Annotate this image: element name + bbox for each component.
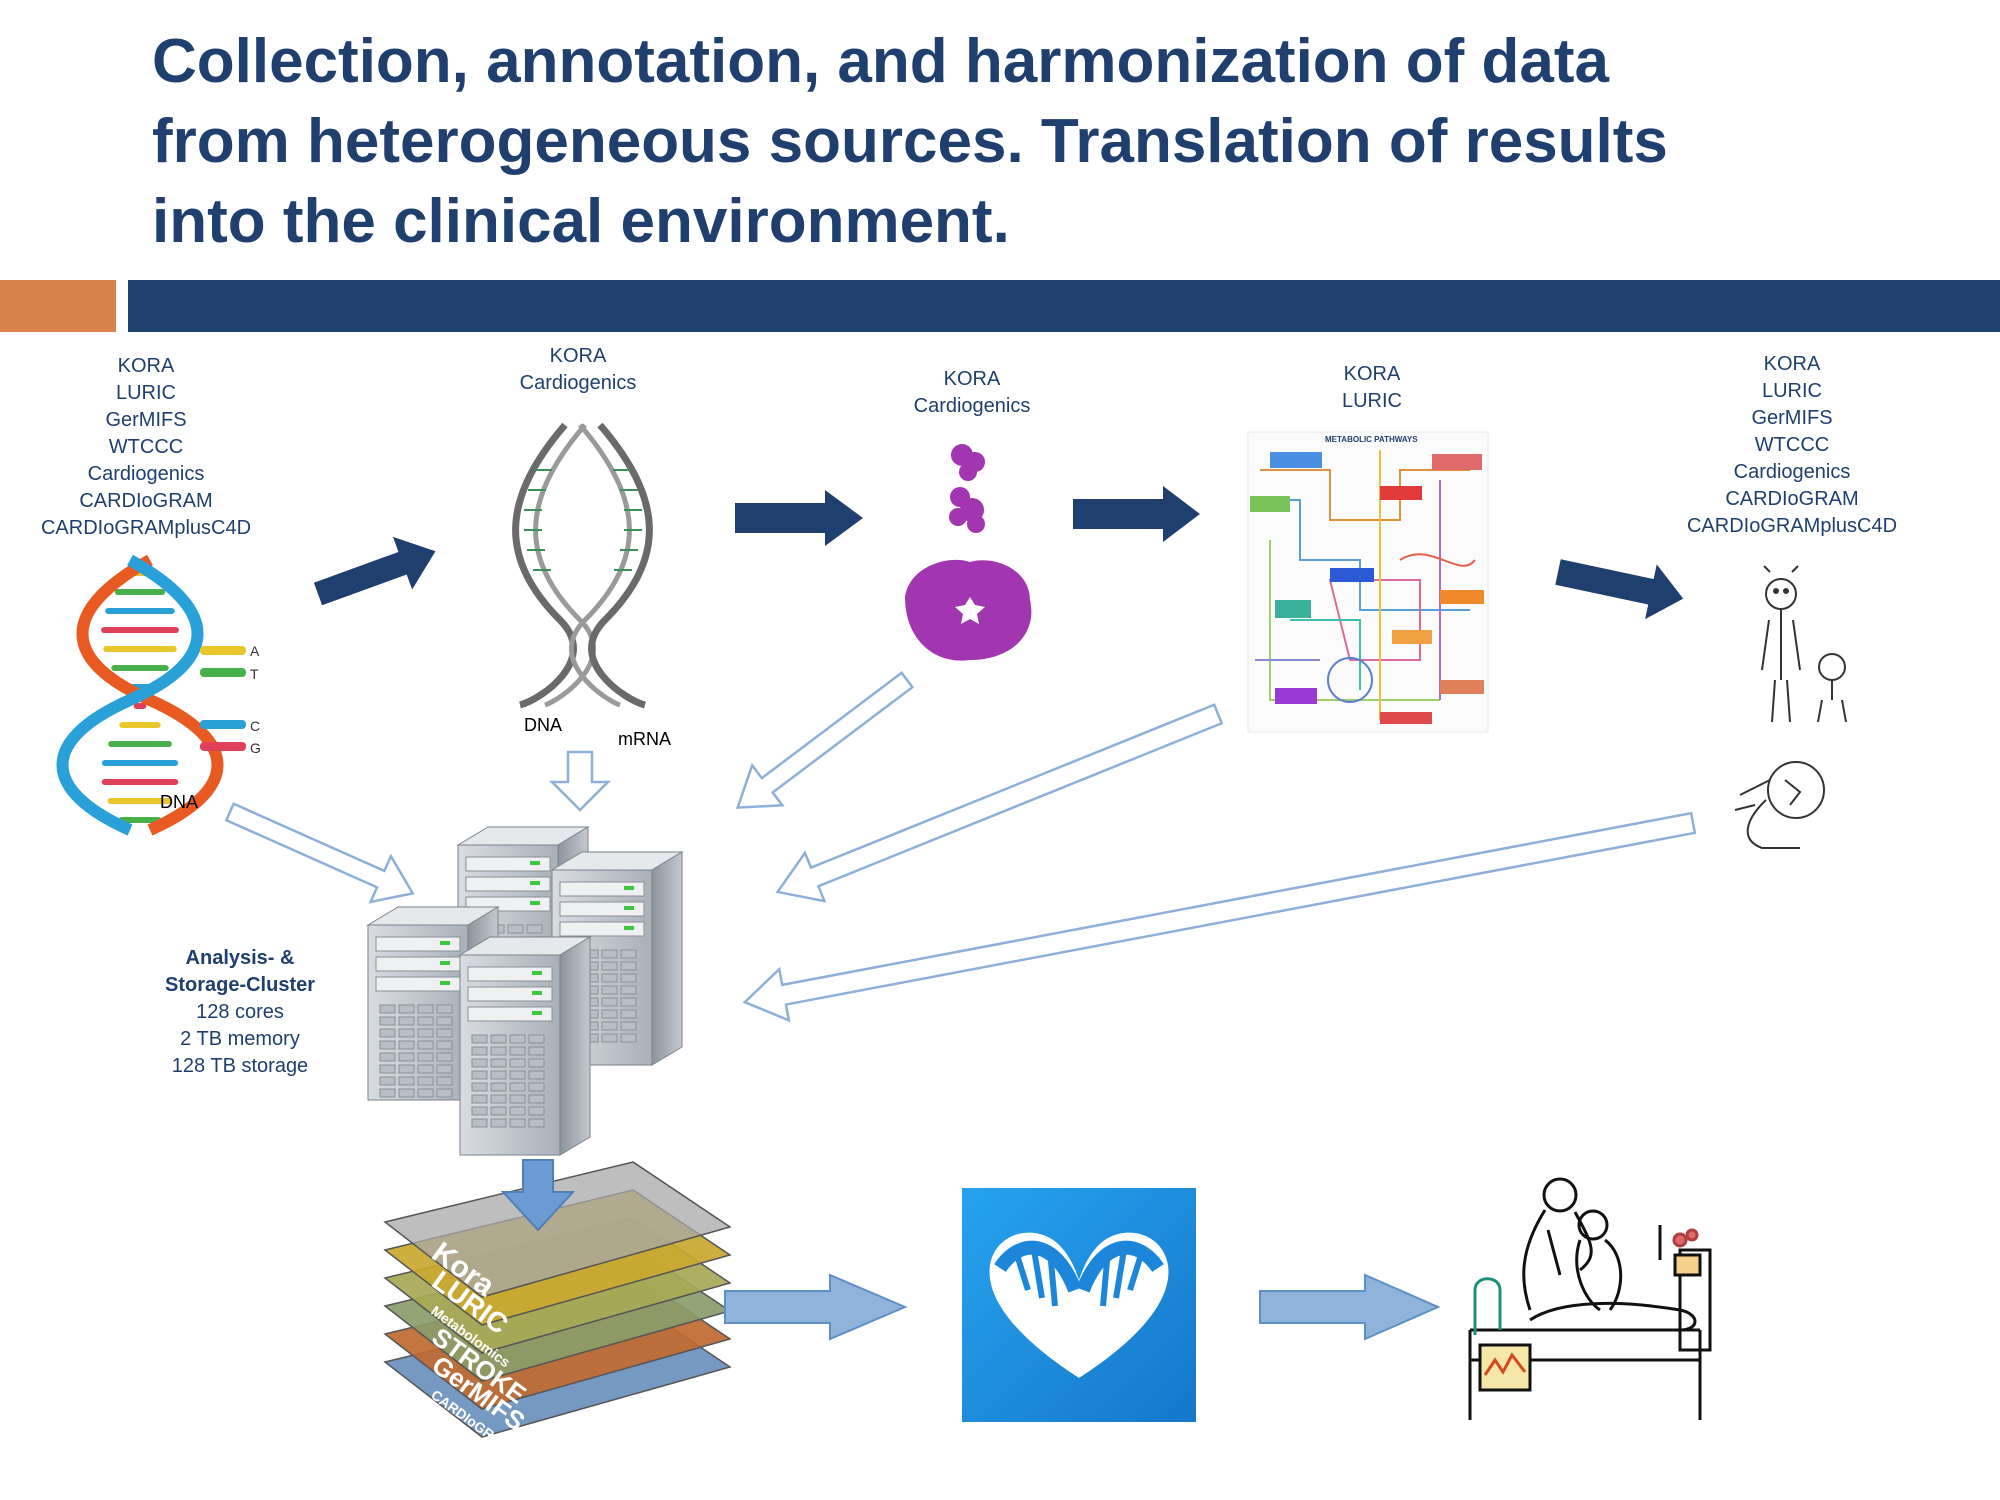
data-flow-arrows bbox=[224, 671, 1697, 1023]
genomics-source-item: LURIC bbox=[115, 382, 176, 404]
phenotypes-source-item: CARDIoGRAM bbox=[1725, 488, 1859, 510]
arrow-proteomics-to-metabolomics bbox=[1073, 486, 1200, 542]
genomics-source-item: GerMIFS bbox=[105, 409, 187, 431]
cluster-cores: 128 cores bbox=[196, 1001, 284, 1023]
cluster-storage: 128 TB storage bbox=[171, 1055, 309, 1077]
phenotypes-source-item: LURIC bbox=[1761, 380, 1822, 402]
arrow-metabolomics-to-phenotypes bbox=[1555, 559, 1684, 620]
genomics-source-item: Cardiogenics bbox=[87, 463, 205, 485]
phenotypes-source-item: Cardiogenics bbox=[1733, 461, 1851, 483]
mrna-label: mRNA bbox=[618, 729, 671, 749]
arrow-transcriptomics-to-proteomics bbox=[735, 490, 863, 546]
hospital-bed-icon bbox=[1468, 1177, 1712, 1420]
base-a-label: A bbox=[250, 643, 260, 659]
genomics-source-item: CARDIoGRAMplusC4D bbox=[40, 517, 252, 539]
transcriptomics-source-item: KORA bbox=[549, 345, 607, 367]
cluster-title-1: Analysis- & bbox=[185, 947, 295, 969]
arrow-app-to-clinic bbox=[1259, 1273, 1441, 1341]
title-line-3: into the clinical environment. bbox=[152, 187, 1010, 256]
source-list-transcriptomics: KORA Cardiogenics bbox=[478, 343, 678, 397]
slide-title: Collection, annotation, and harmonizatio… bbox=[152, 22, 1952, 262]
metabolomics-source-item: LURIC bbox=[1341, 390, 1402, 412]
arrow-genomics-to-transcriptomics bbox=[313, 536, 436, 606]
server-unit bbox=[458, 936, 592, 1156]
dna-helix-label: DNA bbox=[160, 792, 198, 812]
pathways-title: METABOLIC PATHWAYS bbox=[1325, 435, 1418, 444]
arrow-cluster-to-layers bbox=[500, 1159, 576, 1232]
cluster-title-2: Storage-Cluster bbox=[164, 974, 316, 996]
metabolic-pathways-map: METABOLIC PATHWAYS bbox=[1247, 431, 1489, 733]
base-c-label: C bbox=[250, 718, 260, 734]
phenotypes-source-item: WTCCC bbox=[1754, 434, 1830, 456]
title-line-1: Collection, annotation, and harmonizatio… bbox=[152, 27, 1609, 96]
proteomics-source-item: Cardiogenics bbox=[913, 395, 1031, 417]
heart-dna-app-icon bbox=[962, 1188, 1196, 1422]
accent-bar-orange bbox=[0, 280, 116, 332]
data-layers-stack: CARDIoGRAMGerMIFSSTROKEMetabolomicsLURIC… bbox=[383, 1161, 732, 1456]
genomics-source-item: CARDIoGRAM bbox=[79, 490, 213, 512]
protein-structure-icon bbox=[905, 444, 1032, 661]
genomics-source-item: KORA bbox=[117, 355, 175, 377]
metabolomics-source-item: KORA bbox=[1343, 363, 1401, 385]
source-list-metabolomics: KORA LURIC bbox=[1272, 361, 1472, 415]
proteomics-source-item: KORA bbox=[943, 368, 1001, 390]
genomics-source-item: WTCCC bbox=[108, 436, 184, 458]
phenotypes-source-item: CARDIoGRAMplusC4D bbox=[1686, 515, 1898, 537]
phenotypes-source-item: KORA bbox=[1763, 353, 1821, 375]
transcriptomics-source-item: Cardiogenics bbox=[519, 372, 637, 394]
base-g-label: G bbox=[250, 740, 261, 756]
arrow-metabolomics-to-cluster bbox=[775, 703, 1224, 903]
base-t-label: T bbox=[250, 666, 259, 682]
patient-family-icon bbox=[1734, 565, 1847, 849]
cluster-specs: Analysis- & Storage-Cluster 128 cores 2 … bbox=[120, 945, 360, 1080]
arrow-phenotypes-to-cluster bbox=[742, 811, 1697, 1023]
title-line-2: from heterogeneous sources. Translation … bbox=[152, 107, 1668, 176]
accent-bar-blue bbox=[128, 280, 2000, 332]
cluster-memory: 2 TB memory bbox=[180, 1028, 300, 1050]
phenotypes-source-item: GerMIFS bbox=[1751, 407, 1833, 429]
arrow-layers-to-app bbox=[724, 1273, 908, 1341]
server-cluster-icon bbox=[366, 826, 684, 1156]
dna-label: DNA bbox=[524, 715, 562, 735]
arrow-proteomics-to-cluster bbox=[735, 671, 915, 809]
arrow-transcriptomics-to-cluster bbox=[548, 750, 612, 812]
dna-helix-icon: A T C G DNA bbox=[56, 554, 261, 836]
process-arrows bbox=[313, 486, 1684, 620]
source-list-proteomics: KORA Cardiogenics bbox=[872, 366, 1072, 420]
dna-transcription-icon: DNA mRNA bbox=[512, 422, 671, 749]
arrow-genomics-to-cluster bbox=[224, 802, 415, 904]
